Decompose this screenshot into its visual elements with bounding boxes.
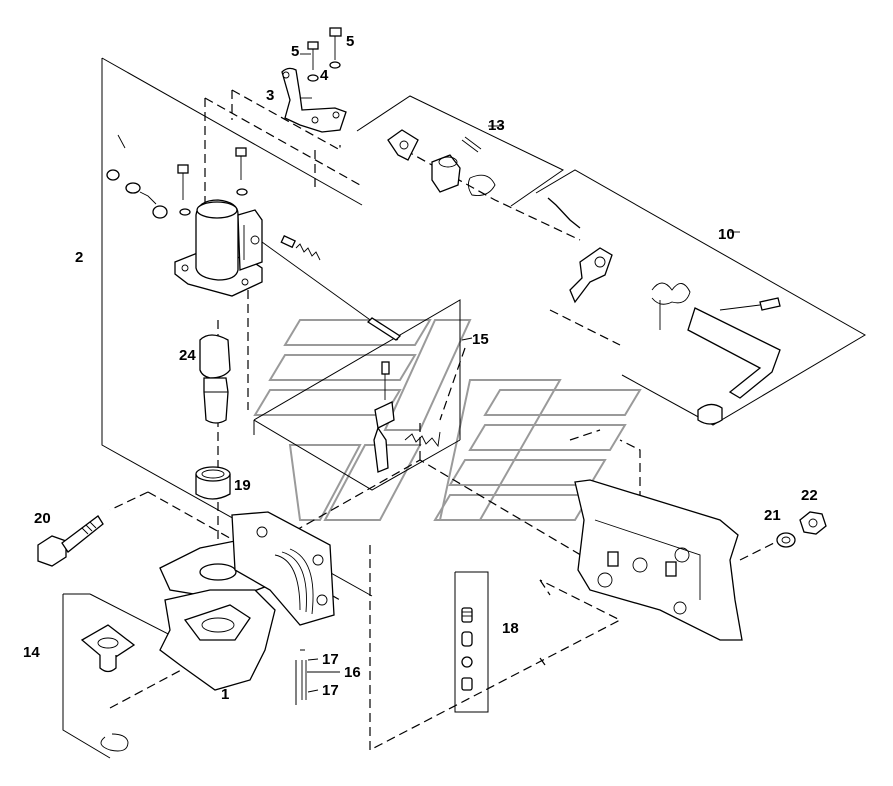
coupling-body-part-1: [159, 511, 335, 691]
plunger-assembly-left: [106, 134, 168, 219]
label-part-15: 15: [472, 331, 489, 348]
label-part-22: 22: [801, 487, 818, 504]
bolt-part-5-left: [307, 41, 319, 82]
label-part-2: 2: [75, 249, 83, 266]
label-part-4: 4: [320, 67, 329, 84]
label-part-5-left: 5: [291, 43, 299, 60]
label-part-16: 16: [344, 664, 361, 681]
label-part-13: 13: [488, 117, 505, 134]
leader-lines: [300, 53, 740, 693]
cover-part-14: [80, 624, 136, 673]
lever-part-15: [373, 361, 441, 473]
label-part-3: 3: [266, 87, 274, 104]
label-part-24: 24: [179, 347, 196, 364]
spring-pin-right: [261, 234, 402, 341]
housing-bolts: [177, 147, 248, 216]
washer-part-21: [776, 532, 796, 548]
label-part-19: 19: [234, 477, 251, 494]
label-part-17-upper: 17: [322, 651, 339, 668]
cam-assembly-part-13: [387, 129, 496, 196]
label-part-21: 21: [764, 507, 781, 524]
bracket-part-3: [281, 67, 347, 133]
small-parts-part-18: [461, 607, 473, 691]
label-part-1: 1: [221, 686, 229, 703]
watermark-logo: [253, 319, 642, 521]
bolt-part-20: [37, 515, 104, 567]
label-part-17-lower: 17: [322, 682, 339, 699]
label-part-18: 18: [502, 620, 519, 637]
nut-part-22: [799, 511, 827, 535]
snap-ring: [100, 733, 129, 752]
label-part-5-right: 5: [346, 33, 354, 50]
label-part-14: 14: [23, 644, 40, 661]
label-part-10: 10: [718, 226, 735, 243]
bolt-part-5-right: [329, 27, 342, 69]
mounting-plate: [574, 479, 743, 641]
housing-part-2: [174, 199, 263, 297]
pin-part-24: [199, 334, 231, 424]
handle-assembly-part-10: [547, 197, 781, 425]
bushing-part-19: [195, 466, 231, 500]
pin-part-16: [301, 660, 307, 700]
label-part-20: 20: [34, 510, 51, 527]
